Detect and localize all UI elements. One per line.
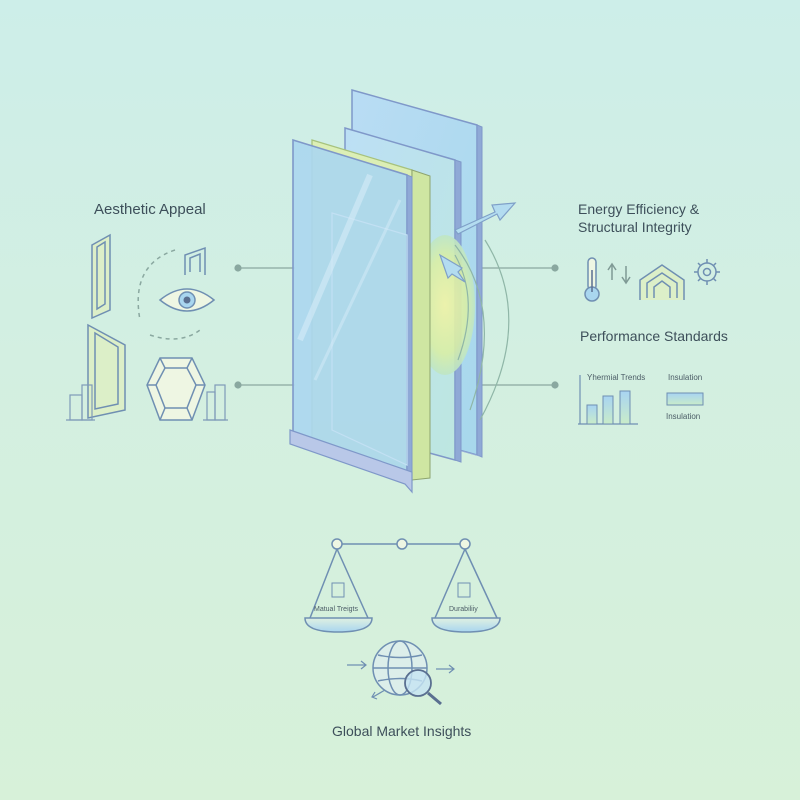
- tall-frame-icon: [91, 233, 111, 320]
- airflow-arcs: [454, 239, 510, 421]
- window-frame-icon: [87, 323, 126, 419]
- up-down-arrows-icon: [607, 262, 631, 285]
- label-global-market-insights: Global Market Insights: [332, 723, 472, 739]
- glass-panel-stack: [289, 89, 517, 494]
- energy-icons: [584, 257, 720, 302]
- label-insulation-bottom: Insulation: [666, 412, 701, 421]
- insulation-bar: [666, 392, 704, 406]
- label-structural-integrity: Structural Integrity: [578, 219, 692, 235]
- label-durability: Durabiliiy: [449, 606, 478, 613]
- label-energy-efficiency: Energy Efficiency &: [578, 201, 700, 217]
- thermometer-icon: [584, 257, 600, 302]
- gem-icon: [146, 357, 206, 421]
- label-thermal-trends: Yhermial Trends: [587, 373, 646, 382]
- arrow-icon: [438, 202, 517, 283]
- label-aesthetic-appeal: Aesthetic Appeal: [94, 201, 206, 218]
- bar-chart-icon: [578, 375, 638, 425]
- arrow-icon: [347, 660, 455, 700]
- arch-structure-icon: [639, 264, 685, 300]
- label-material-trends: Matual Treigts: [314, 606, 358, 613]
- glass-pane-front: [289, 138, 413, 494]
- label-performance-standards: Performance Standards: [580, 328, 728, 344]
- buildings-icon: [66, 384, 228, 421]
- magnifier-icon: [404, 669, 442, 706]
- aesthetic-icons: [66, 233, 228, 421]
- connector-lines: [234, 264, 559, 389]
- gear-icon: [694, 259, 720, 285]
- arch-frame-icon: [184, 246, 206, 275]
- cycle-arrows-icon: [137, 249, 201, 340]
- label-insulation-top: Insulation: [668, 373, 703, 382]
- eye-icon: [158, 288, 216, 312]
- scale-icon: [304, 538, 501, 633]
